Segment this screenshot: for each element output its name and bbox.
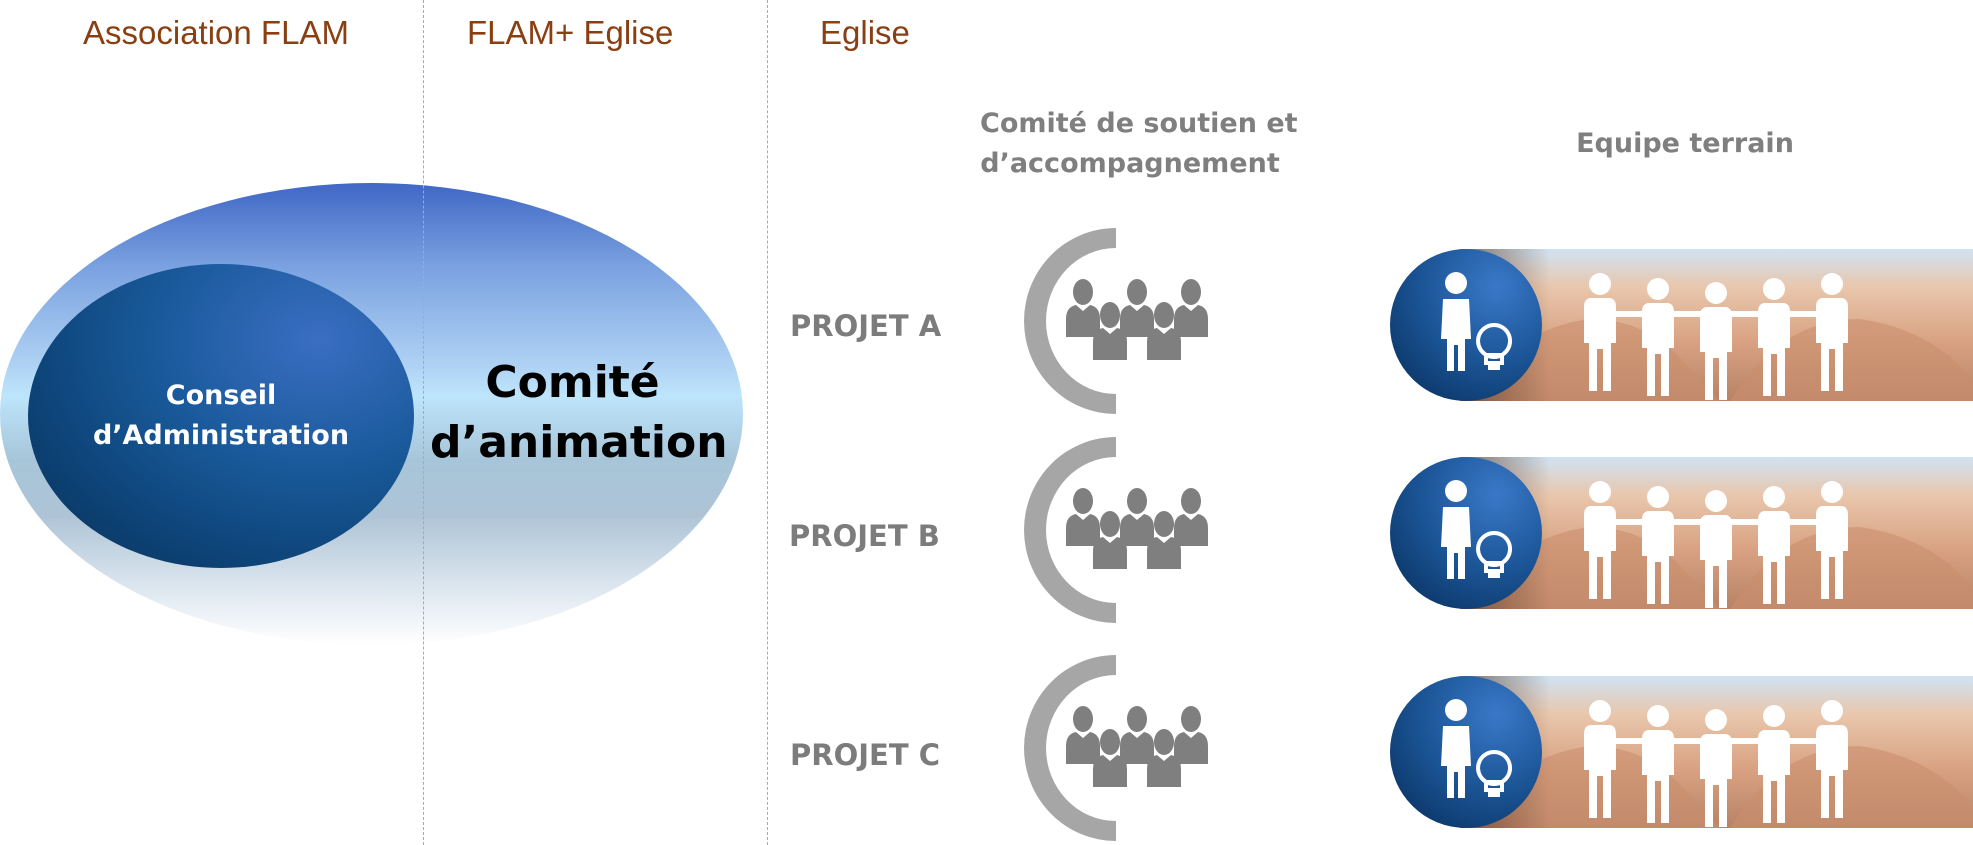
comite-soutien-line2: d’accompagnement bbox=[980, 148, 1280, 179]
paper-people-chain-icon bbox=[1584, 481, 1848, 608]
team-leader-idea-icon bbox=[1441, 272, 1513, 371]
column-heading-flam-eglise: FLAM+ Eglise bbox=[467, 14, 674, 51]
comite-soutien-line1: Comité de soutien et bbox=[980, 108, 1298, 139]
comite-animation-line2: d’animation bbox=[430, 417, 728, 468]
people-group-icon bbox=[1066, 279, 1208, 360]
comite-animation-line1: Comité bbox=[485, 357, 660, 408]
equipe-terrain-banner-b bbox=[1390, 457, 1973, 609]
comite-animation-label: Comité d’animation bbox=[430, 353, 728, 473]
column-heading-eglise: Eglise bbox=[820, 14, 910, 51]
comite-soutien-heading: Comité de soutien et d’accompagnement bbox=[980, 104, 1298, 184]
team-leader-idea-icon bbox=[1441, 480, 1513, 579]
divider-line-2 bbox=[767, 0, 768, 845]
equipe-terrain-banner-c bbox=[1390, 676, 1973, 828]
people-group-icon bbox=[1066, 706, 1208, 787]
people-group-icon bbox=[1066, 488, 1208, 569]
paper-people-chain-icon bbox=[1584, 700, 1848, 827]
comite-group-b bbox=[1024, 437, 1208, 623]
comite-group-a bbox=[1024, 228, 1208, 414]
conseil-line2: d’Administration bbox=[92, 420, 350, 451]
paper-people-chain-icon bbox=[1584, 273, 1848, 400]
equipe-terrain-heading: Equipe terrain bbox=[1576, 128, 1794, 159]
arc-shape bbox=[1024, 655, 1116, 841]
equipe-terrain-banner-a bbox=[1390, 249, 1973, 401]
arc-shape bbox=[1024, 228, 1116, 414]
projet-a-label: PROJET A bbox=[790, 309, 942, 343]
projet-b-label: PROJET B bbox=[789, 519, 940, 553]
team-leader-idea-icon bbox=[1441, 699, 1513, 798]
divider-line-1 bbox=[423, 0, 424, 845]
column-heading-association: Association FLAM bbox=[83, 14, 349, 51]
conseil-administration-ellipse: Conseil d’Administration bbox=[28, 264, 414, 568]
conseil-line1: Conseil bbox=[165, 380, 277, 411]
comite-group-c bbox=[1024, 655, 1208, 841]
arc-shape bbox=[1024, 437, 1116, 623]
projet-c-label: PROJET C bbox=[790, 738, 940, 772]
